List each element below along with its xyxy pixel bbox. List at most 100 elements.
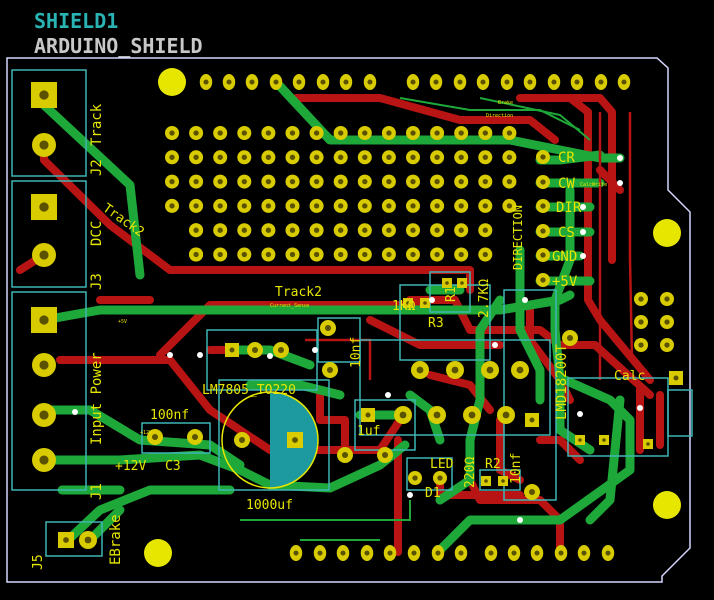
label-c3: C3 bbox=[165, 459, 181, 474]
pad-square bbox=[58, 532, 74, 548]
pad-square bbox=[457, 278, 467, 288]
pad-round bbox=[430, 223, 445, 238]
via bbox=[197, 352, 203, 358]
label-1uf: 1uf bbox=[357, 424, 380, 439]
pad bbox=[292, 74, 306, 90]
pad-square bbox=[403, 298, 413, 308]
pad bbox=[199, 74, 213, 90]
pad-round bbox=[261, 150, 276, 165]
via bbox=[492, 342, 498, 348]
pad-round bbox=[261, 247, 276, 262]
pad-round bbox=[333, 174, 348, 189]
title-line1: SHIELD1 bbox=[34, 9, 118, 33]
pad-round bbox=[32, 403, 56, 427]
label-r2: R2 bbox=[485, 457, 501, 472]
pad-round bbox=[381, 126, 396, 140]
pad-round bbox=[377, 447, 393, 463]
via bbox=[517, 517, 523, 523]
pad-round bbox=[381, 150, 396, 165]
via bbox=[385, 392, 391, 398]
via bbox=[429, 297, 435, 303]
pad-round bbox=[32, 353, 56, 377]
via bbox=[617, 155, 623, 161]
pad-square bbox=[525, 413, 539, 427]
via bbox=[580, 204, 586, 210]
pad bbox=[222, 74, 236, 90]
pad bbox=[454, 545, 468, 561]
pad-round bbox=[381, 198, 396, 213]
pad-round bbox=[189, 150, 204, 165]
label-led: LED bbox=[430, 457, 454, 472]
pad-round bbox=[406, 223, 420, 238]
pad-round bbox=[333, 198, 348, 213]
pad-round bbox=[189, 174, 204, 189]
pad-round bbox=[357, 223, 372, 238]
pad-round bbox=[660, 338, 674, 352]
label-track2-b: Track2 bbox=[275, 285, 322, 300]
via bbox=[167, 352, 173, 358]
label-input-power: Input Power bbox=[89, 352, 105, 445]
pad-square bbox=[420, 298, 430, 308]
pad bbox=[360, 545, 374, 561]
pad-round bbox=[261, 223, 276, 238]
label-cr: CR bbox=[558, 150, 575, 166]
via bbox=[580, 229, 586, 235]
label-100nf: 100nf bbox=[150, 408, 189, 423]
pad-round bbox=[165, 150, 179, 165]
pad bbox=[336, 545, 350, 561]
via bbox=[522, 297, 528, 303]
pad-round bbox=[165, 126, 179, 140]
pad-round bbox=[481, 361, 499, 379]
pad bbox=[406, 74, 420, 90]
title-line2: ARDUINO_SHIELD bbox=[34, 34, 203, 58]
via bbox=[577, 411, 583, 417]
pad-round bbox=[357, 198, 372, 213]
pad-round bbox=[285, 150, 300, 165]
pad-round bbox=[634, 338, 648, 352]
pad bbox=[407, 545, 421, 561]
pad-round bbox=[320, 320, 336, 336]
pad bbox=[476, 74, 490, 90]
pad-round bbox=[309, 150, 324, 165]
pad-round bbox=[536, 150, 550, 164]
pad-round bbox=[478, 174, 493, 189]
pad-round bbox=[454, 126, 469, 140]
pad-square bbox=[31, 82, 57, 108]
via bbox=[407, 492, 413, 498]
pad bbox=[245, 74, 259, 90]
pad bbox=[431, 545, 445, 561]
mounting-hole bbox=[158, 68, 186, 96]
pad-round bbox=[478, 150, 493, 165]
pad-round bbox=[79, 531, 97, 549]
pad-round bbox=[309, 247, 324, 262]
pad bbox=[289, 545, 303, 561]
pad-round bbox=[189, 247, 204, 262]
pad-round bbox=[433, 471, 447, 485]
pad-square bbox=[31, 194, 57, 220]
pad-round bbox=[660, 315, 674, 329]
pad-round bbox=[502, 150, 517, 165]
pad bbox=[594, 74, 608, 90]
pad bbox=[484, 545, 498, 561]
pad-round bbox=[213, 223, 228, 238]
pad-square bbox=[669, 371, 683, 385]
pad-round bbox=[634, 315, 648, 329]
label-plus12: +12V bbox=[140, 430, 152, 436]
pad-square bbox=[498, 476, 508, 486]
pad-round bbox=[213, 247, 228, 262]
pad bbox=[570, 74, 584, 90]
board-edge bbox=[6, 57, 691, 583]
pad-round bbox=[454, 174, 469, 189]
pad-round bbox=[428, 406, 446, 424]
pad-round bbox=[536, 224, 550, 238]
pad-square bbox=[643, 439, 653, 449]
pad-square bbox=[442, 278, 452, 288]
via bbox=[637, 405, 643, 411]
label-calc: Calc bbox=[614, 369, 645, 384]
pad-round bbox=[237, 150, 252, 165]
label-d1: D1 bbox=[425, 486, 441, 501]
label-lm7805: LM7805_TO220 bbox=[202, 383, 296, 398]
via bbox=[72, 409, 78, 415]
pad bbox=[577, 545, 591, 561]
thin-traces bbox=[240, 97, 591, 541]
